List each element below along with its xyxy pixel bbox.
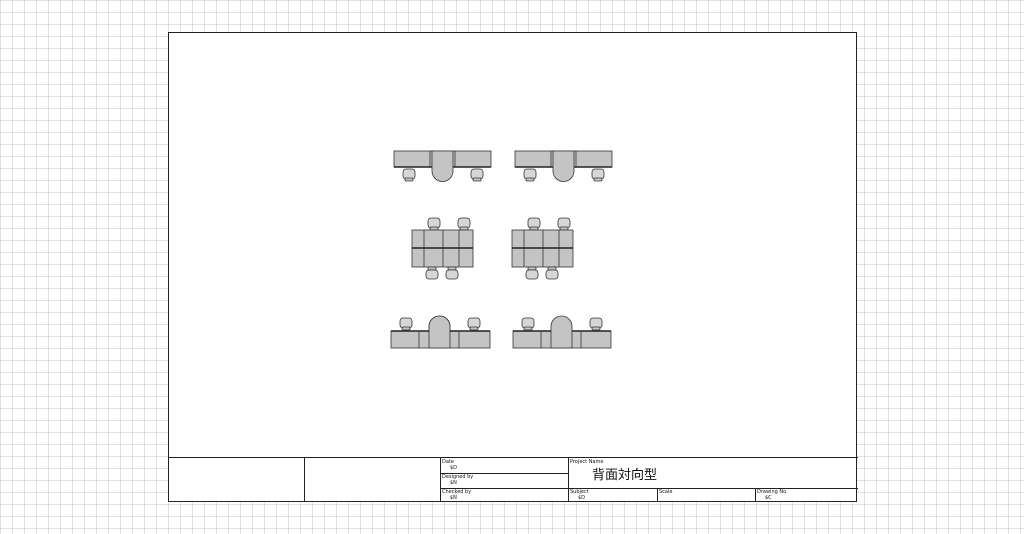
round-table bbox=[552, 150, 575, 182]
chair bbox=[470, 168, 484, 180]
chair bbox=[427, 217, 441, 229]
project-name-label: Project Name bbox=[570, 459, 604, 465]
chair bbox=[402, 168, 416, 180]
desk-group-bottom-left[interactable] bbox=[390, 315, 491, 349]
floor-plan-drawing[interactable] bbox=[169, 33, 858, 503]
chair bbox=[445, 269, 459, 280]
chair bbox=[399, 317, 413, 329]
drawing-no-label: Drawing No. bbox=[757, 489, 788, 495]
round-table bbox=[431, 150, 454, 182]
chair bbox=[521, 317, 535, 329]
designed-by-label: Designed by bbox=[442, 474, 474, 480]
designed-by-value: $N bbox=[450, 480, 457, 486]
chair bbox=[525, 269, 539, 280]
scale-label: Scale bbox=[659, 489, 673, 495]
chair bbox=[457, 217, 471, 229]
desk-cluster-middle-left[interactable] bbox=[411, 217, 474, 280]
chair bbox=[557, 217, 571, 229]
date-label: Date bbox=[442, 459, 454, 465]
drawing-no-value: $C bbox=[765, 495, 772, 501]
desk-cluster-middle-right[interactable] bbox=[511, 217, 574, 280]
subject-label: Subject bbox=[570, 489, 589, 495]
project-name-value: 背面対向型 bbox=[592, 468, 658, 483]
checked-by-value: $N bbox=[450, 495, 457, 501]
drawing-sheet[interactable]: Date $D Designed by $N Checked by $N Pro… bbox=[168, 32, 858, 503]
subject-value: $D bbox=[578, 495, 586, 501]
date-value: $D bbox=[450, 465, 458, 471]
chair bbox=[545, 269, 559, 280]
chair bbox=[425, 269, 439, 280]
chair bbox=[523, 168, 537, 180]
checked-by-label: Checked by bbox=[442, 489, 472, 495]
chair bbox=[591, 168, 605, 180]
desk-group-top-left[interactable] bbox=[393, 150, 492, 182]
round-table bbox=[550, 315, 573, 349]
chair bbox=[467, 317, 481, 329]
desk-group-bottom-right[interactable] bbox=[512, 315, 612, 349]
chair bbox=[527, 217, 541, 229]
desk-group-top-right[interactable] bbox=[514, 150, 613, 182]
chair bbox=[589, 317, 603, 329]
